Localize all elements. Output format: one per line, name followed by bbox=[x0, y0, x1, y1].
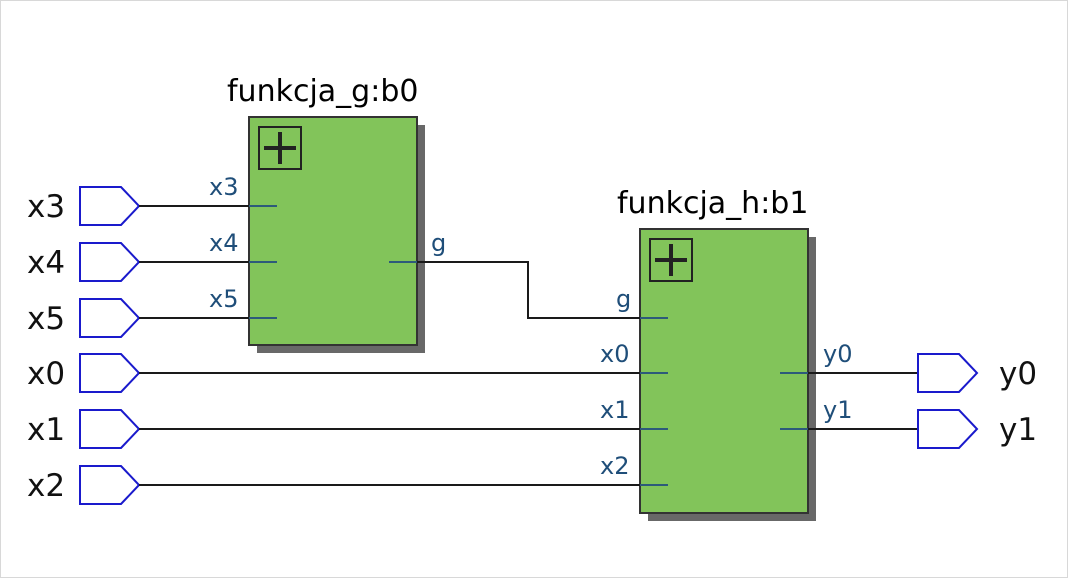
input-pin-x0[interactable]: x0 bbox=[27, 353, 141, 393]
input-pin-icon bbox=[79, 353, 141, 393]
port-label-x3: x3 bbox=[209, 173, 238, 201]
block-body bbox=[248, 116, 418, 346]
wires bbox=[139, 205, 918, 486]
input-pin-x3[interactable]: x3 bbox=[27, 186, 141, 226]
port-label-x4: x4 bbox=[209, 229, 238, 257]
input-pin-x1[interactable]: x1 bbox=[27, 409, 141, 449]
input-pin-icon bbox=[79, 298, 141, 338]
output-pin-y1[interactable]: y1 bbox=[917, 409, 1037, 449]
block-body bbox=[639, 228, 809, 514]
block-title: funkcja_h:b1 bbox=[617, 186, 808, 221]
input-pin-icon bbox=[79, 242, 141, 282]
input-pin-icon bbox=[79, 409, 141, 449]
input-pin-label: x5 bbox=[27, 301, 65, 337]
output-pin-icon bbox=[917, 353, 979, 393]
block-title: funkcja_g:b0 bbox=[227, 74, 418, 109]
input-pin-label: x4 bbox=[27, 245, 65, 281]
input-pin-label: x1 bbox=[27, 412, 65, 448]
output-pin-y0[interactable]: y0 bbox=[917, 353, 1037, 393]
block-funkcja-g[interactable]: funkcja_g:b0 x3 x4 x5 g bbox=[209, 74, 446, 353]
port-label-x2: x2 bbox=[600, 452, 629, 480]
input-pin-label: x0 bbox=[27, 356, 65, 392]
block-funkcja-h[interactable]: funkcja_h:b1 g x0 x1 x2 y0 y1 bbox=[600, 186, 852, 521]
input-pin-icon bbox=[79, 186, 141, 226]
input-pin-icon bbox=[79, 465, 141, 505]
input-pin-x2[interactable]: x2 bbox=[27, 465, 141, 505]
input-pin-x5[interactable]: x5 bbox=[27, 298, 141, 338]
plus-box-icon[interactable] bbox=[258, 126, 302, 170]
port-label-x1: x1 bbox=[600, 396, 629, 424]
input-pin-label: x2 bbox=[27, 468, 65, 504]
port-label-y0: y0 bbox=[823, 340, 852, 368]
output-pin-label: y0 bbox=[999, 356, 1037, 392]
input-pin-label: x3 bbox=[27, 189, 65, 225]
port-label-g-out: g bbox=[431, 229, 446, 257]
output-pin-icon bbox=[917, 409, 979, 449]
port-label-g-in: g bbox=[616, 285, 631, 313]
port-label-x0: x0 bbox=[600, 340, 629, 368]
plus-box-icon[interactable] bbox=[649, 238, 693, 282]
port-label-x5: x5 bbox=[209, 285, 238, 313]
output-pin-label: y1 bbox=[999, 412, 1037, 448]
wire-g bbox=[417, 261, 640, 319]
port-label-y1: y1 bbox=[823, 396, 852, 424]
input-pin-x4[interactable]: x4 bbox=[27, 242, 141, 282]
